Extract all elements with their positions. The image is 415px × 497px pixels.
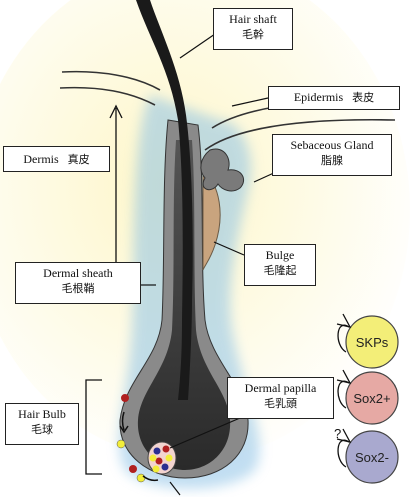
dermal-papilla-leader — [169, 417, 241, 449]
papilla-cell — [161, 463, 169, 471]
papilla-cell — [153, 447, 161, 455]
hair-bulb-en: Hair Bulb — [18, 407, 66, 421]
papilla-cell — [155, 457, 163, 465]
hair-shaft-en: Hair shaft — [229, 12, 277, 26]
epidermis-line — [61, 70, 161, 91]
papilla-cell — [152, 465, 160, 473]
migration-arrow — [119, 425, 129, 434]
skps-arrow-head — [336, 313, 352, 328]
dermal-sheath-zh: 毛根鞘 — [61, 282, 95, 295]
bulge-leader — [213, 241, 245, 256]
skps-circle — [345, 315, 399, 369]
hair-bulb-label: Hair Bulb 毛球 — [5, 403, 79, 445]
dermal-papilla-en: Dermal papilla — [244, 381, 317, 395]
sox2-pos-circle — [345, 371, 399, 425]
bulge-label: Bulge 毛隆起 — [244, 244, 316, 286]
dermal-sheath-label: Dermal sheath 毛根鞘 — [15, 262, 141, 304]
dermis-label: Dermis 真皮 — [3, 146, 110, 172]
hair-shaft-leader — [179, 33, 216, 59]
dermis-arrow-head — [109, 104, 123, 119]
bulb-cell — [121, 394, 129, 402]
papilla-cell — [162, 445, 170, 453]
sox2-neg-circle — [345, 430, 399, 484]
hair-shaft-zh: 毛幹 — [242, 28, 264, 41]
sox2-pos-arrow-head — [336, 369, 352, 384]
migration-arrow — [121, 411, 125, 431]
sox2-pos-label: Sox2+ — [353, 391, 390, 406]
epidermis-label: Epidermis 表皮 — [268, 86, 400, 110]
epidermis-zh: 表皮 — [352, 91, 375, 104]
bulb-cell — [136, 473, 146, 483]
epidermis-line — [204, 118, 396, 151]
hair-bulb-bracket — [85, 379, 102, 475]
papilla-bottom-leader — [169, 481, 181, 496]
sebaceous-gland-label: Sebaceous Gland 脂腺 — [272, 134, 392, 176]
uncertain-mark: ? — [334, 426, 341, 441]
dermis-zh: 真皮 — [67, 153, 90, 166]
papilla-cell — [165, 454, 173, 462]
bulge-en: Bulge — [265, 248, 295, 262]
hair-shaft — [136, 0, 193, 400]
sebaceous-gland-zh: 脂腺 — [321, 154, 343, 167]
epidermis-line — [59, 86, 156, 106]
hair-bulb-zh: 毛球 — [31, 423, 53, 436]
bulge-zh: 毛隆起 — [263, 264, 297, 277]
dermal-papilla-zh: 毛乳頭 — [264, 397, 297, 410]
dermal-papilla-label: Dermal papilla 毛乳頭 — [227, 377, 334, 419]
bulb-cell — [129, 465, 137, 473]
hair-shaft-label: Hair shaft 毛幹 — [213, 8, 293, 50]
sebaceous-gland — [200, 148, 244, 192]
dermis-en: Dermis — [23, 152, 59, 166]
epidermis-en: Epidermis — [293, 90, 344, 104]
skps-label: SKPs — [356, 335, 389, 350]
sebaceous-gland-en: Sebaceous Gland — [290, 138, 374, 152]
dermal-sheath-en: Dermal sheath — [43, 266, 113, 280]
sox2-neg-label: Sox2- — [355, 450, 389, 465]
migration-arrow — [142, 475, 159, 482]
bulb-cell — [116, 439, 126, 449]
cell-type-legend: SKPs Sox2+ Sox2- ? — [334, 313, 399, 484]
papilla-cell — [149, 454, 157, 462]
sox2-neg-arrow-head — [336, 428, 352, 443]
epidermis-leader — [231, 97, 269, 107]
